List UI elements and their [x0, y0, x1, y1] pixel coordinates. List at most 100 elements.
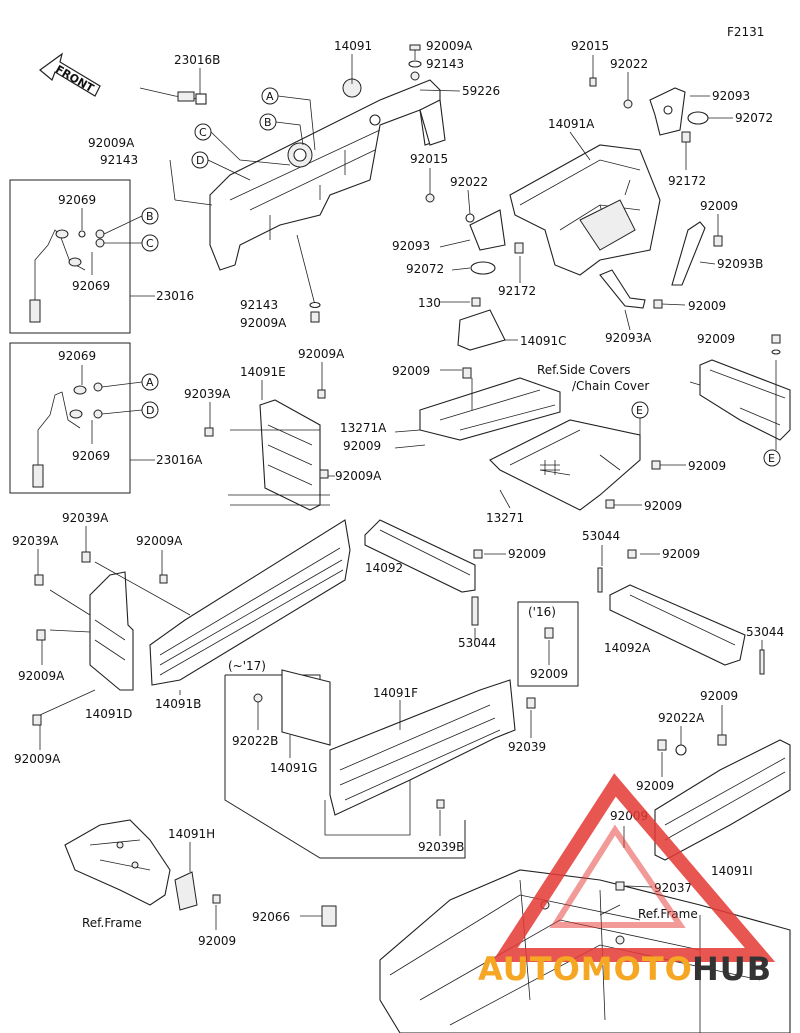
- label-92009-r3: 92009: [697, 332, 735, 346]
- label-92009-i2: 92009: [636, 779, 674, 793]
- cable-23016A: [32, 382, 103, 488]
- bracket-92093: [589, 77, 709, 143]
- label-53044-c: 53044: [746, 625, 784, 639]
- note-ref-frame-left: Ref.Frame: [82, 916, 142, 930]
- label-92143-left: 92143: [100, 153, 138, 167]
- label-92093-mid: 92093: [392, 239, 430, 253]
- part-13271A-panel: [419, 367, 561, 441]
- label-14091A: 14091A: [548, 117, 595, 131]
- part-14091I-panel: [654, 734, 791, 861]
- label-92009A-e: 92009A: [298, 347, 345, 361]
- label-92039B: 92039B: [418, 840, 464, 854]
- label-92009-n1: 92009: [508, 547, 546, 561]
- label-14091E: 14091E: [240, 365, 286, 379]
- label-92093B: 92093B: [717, 257, 763, 271]
- label-92009-r1: 92009: [700, 199, 738, 213]
- label-92172-mid: 92172: [498, 284, 536, 298]
- box-23016A: [9, 342, 131, 494]
- note-year-16: ('16): [528, 605, 556, 619]
- part-14091-crossmember: [209, 78, 446, 271]
- svg-text:D: D: [146, 404, 154, 417]
- watermark-text-hub: HUB: [692, 950, 772, 988]
- label-92039: 92039: [508, 740, 546, 754]
- label-92009-r2: 92009: [688, 299, 726, 313]
- label-92009-m4: 92009: [644, 499, 682, 513]
- label-23016A: 23016A: [156, 453, 203, 467]
- label-14092: 14092: [365, 561, 403, 575]
- part-14091C: [457, 297, 506, 351]
- part-14091E: [204, 389, 329, 511]
- label-92069-d: 92069: [72, 449, 110, 463]
- part-14091H-frame: [64, 819, 221, 911]
- label-53044-b: 53044: [582, 529, 620, 543]
- label-92072-top: 92072: [735, 111, 773, 125]
- part-13271-plate: [489, 419, 641, 511]
- label-92009A-top: 92009A: [426, 39, 473, 53]
- svg-text:E: E: [768, 452, 775, 465]
- callout-E-right: [763, 449, 781, 467]
- label-92009A-d2: 92009A: [14, 752, 61, 766]
- label-13271A: 13271A: [340, 421, 387, 435]
- bolt-top: [408, 44, 422, 81]
- label-23016B: 23016B: [174, 53, 220, 67]
- label-92069-a: 92069: [58, 193, 96, 207]
- label-92066: 92066: [252, 910, 290, 924]
- label-13271: 13271: [486, 511, 524, 525]
- svg-text:D: D: [196, 154, 204, 167]
- label-14091H: 14091H: [168, 827, 215, 841]
- note-ref-frame-right: Ref.Frame: [638, 907, 698, 921]
- label-14091F: 14091F: [373, 686, 418, 700]
- label-23016: 23016: [156, 289, 194, 303]
- bolt-16: [544, 627, 554, 639]
- label-92037: 92037: [654, 881, 692, 895]
- label-14091C: 14091C: [520, 334, 567, 348]
- cable-23016: [29, 229, 105, 323]
- label-92009-i1: 92009: [700, 689, 738, 703]
- brackets-92093B-92093A: [599, 221, 723, 309]
- label-92009A-left: 92009A: [88, 136, 135, 150]
- label-92143-bottom: 92143: [240, 298, 278, 312]
- box-23016: [9, 179, 131, 334]
- box-16: [517, 601, 579, 687]
- label-92022-mid: 92022: [450, 175, 488, 189]
- label-92072-mid: 92072: [406, 262, 444, 276]
- label-92009-m3: 92009: [688, 459, 726, 473]
- label-92009A-bottom: 92009A: [240, 316, 287, 330]
- label-92172-top: 92172: [668, 174, 706, 188]
- label-92022-top: 92022: [610, 57, 648, 71]
- svg-text:E: E: [636, 404, 643, 417]
- label-59226: 59226: [462, 84, 500, 98]
- part-14091D-bracket: [32, 551, 134, 726]
- front-arrow-icon: FRONT: [39, 52, 101, 97]
- svg-text:B: B: [264, 116, 272, 129]
- label-14091B: 14091B: [155, 697, 201, 711]
- part-14092A: [597, 549, 765, 675]
- label-92039A-d2: 92039A: [12, 534, 59, 548]
- label-92022B: 92022B: [232, 734, 278, 748]
- label-92015-mid: 92015: [410, 152, 448, 166]
- label-92009-16: 92009: [530, 667, 568, 681]
- label-92009-m2: 92009: [343, 439, 381, 453]
- watermark-text-automoto: AUTOMOTO: [478, 950, 693, 988]
- label-92009A-b: 92009A: [136, 534, 183, 548]
- part-14091B-panel: [149, 519, 351, 686]
- label-92009A-e2: 92009A: [335, 469, 382, 483]
- bolt-bottom-crossmember: [296, 234, 321, 323]
- label-92015-top: 92015: [571, 39, 609, 53]
- svg-text:A: A: [266, 90, 274, 103]
- label-14091D: 14091D: [85, 707, 132, 721]
- label-14091I: 14091I: [711, 864, 753, 878]
- watermark-triangle-icon: [492, 773, 776, 962]
- label-14091G: 14091G: [270, 761, 317, 775]
- label-92039A-e: 92039A: [184, 387, 231, 401]
- label-14092A: 14092A: [604, 641, 651, 655]
- svg-text:A: A: [146, 376, 154, 389]
- note-ref-side-covers: Ref.Side Covers: [537, 363, 631, 377]
- label-130: 130: [418, 296, 441, 310]
- front-label: FRONT: [53, 63, 96, 96]
- label-92009-n2: 92009: [662, 547, 700, 561]
- label-92093-top: 92093: [712, 89, 750, 103]
- label-92009A-d1: 92009A: [18, 669, 65, 683]
- svg-text:C: C: [146, 237, 154, 250]
- label-92039A-d1: 92039A: [62, 511, 109, 525]
